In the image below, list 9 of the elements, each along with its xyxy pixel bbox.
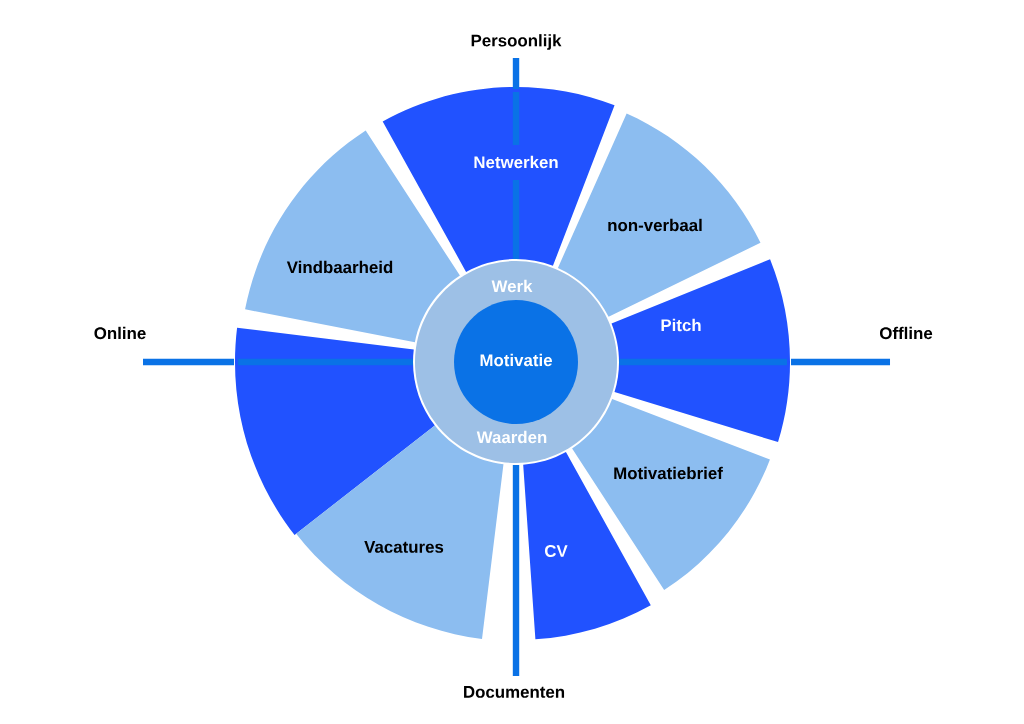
- segment: non-verbaal: [557, 113, 761, 317]
- axis-label: Offline: [880, 326, 933, 340]
- axis-label: Documenten: [464, 686, 565, 698]
- segment: Vindbaarheid: [245, 130, 460, 343]
- segment: [235, 327, 435, 535]
- axis-label: Persoonlijk: [471, 34, 562, 50]
- axis-label: Online: [94, 326, 146, 340]
- segment: Motivatiebrief: [572, 398, 770, 591]
- segment: Pitch: [611, 259, 790, 443]
